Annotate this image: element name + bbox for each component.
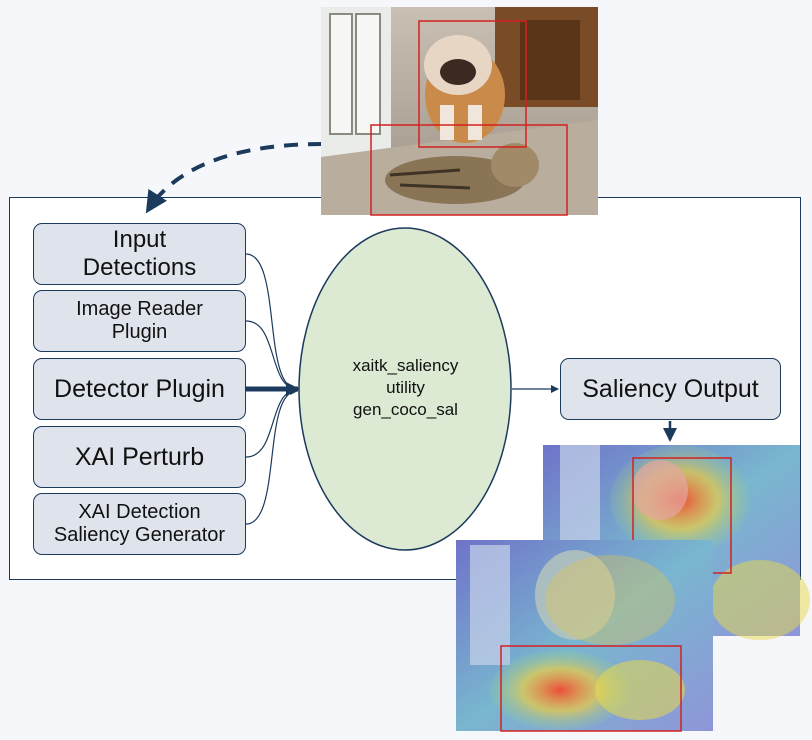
saliency-output-label: Saliency Output [582,374,759,403]
detector-plugin-label: Detector Plugin [54,374,225,403]
connector-xai-detection [245,387,298,525]
xai-detection-line2: Saliency Generator [53,524,226,546]
utility-line3: gen_coco_sal [353,400,458,419]
xai-perturb-label: XAI Perturb [74,442,205,471]
connector-input-detections [245,253,298,393]
detector-plugin-box[interactable]: Detector Plugin [33,358,246,420]
image-reader-line2: Plugin [111,321,168,343]
input-dashed-arrow [145,142,323,214]
utility-label: xaitk_saliency utility gen_coco_sal [300,355,511,421]
saliency-map-front [456,540,713,732]
utility-line2: utility [386,378,425,397]
connector-image-reader [245,320,298,393]
utility-line1: xaitk_saliency [352,356,459,375]
connector-xai-perturb [245,386,298,458]
input-detections-line1: Input [112,226,167,254]
xai-perturb-box[interactable]: XAI Perturb [33,426,246,488]
image-reader-line1: Image Reader [76,298,203,320]
xai-detection-line1: XAI Detection [78,501,201,523]
utility-ellipse [298,227,512,551]
input-photo [321,7,598,216]
input-detections-line2: Detections [82,254,197,281]
saliency-output-box[interactable]: Saliency Output [560,358,781,420]
